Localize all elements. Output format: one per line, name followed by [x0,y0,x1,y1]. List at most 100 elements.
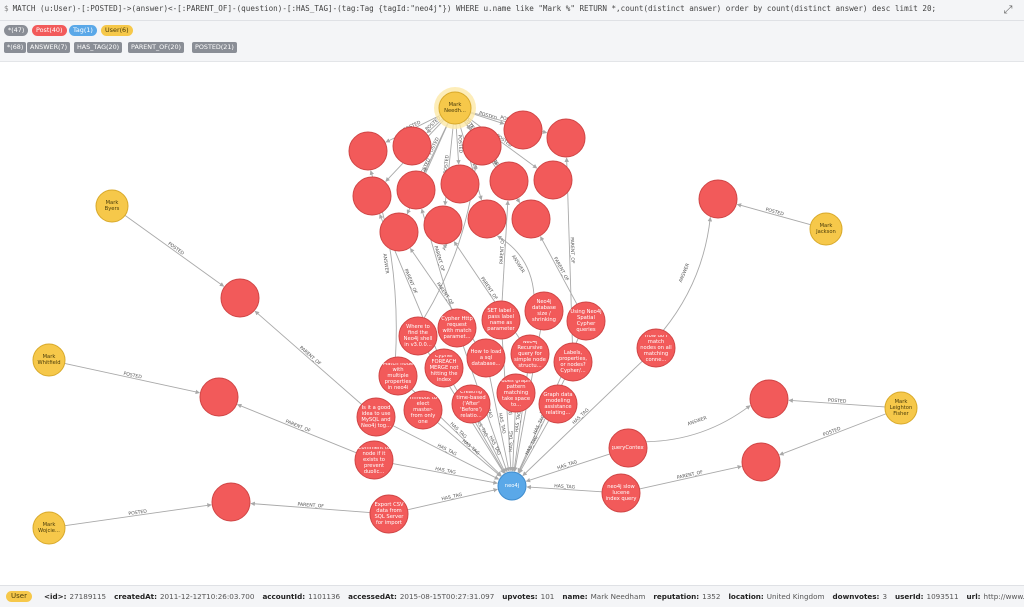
post-node-answer[interactable] [440,164,480,204]
user-node[interactable] [32,343,66,377]
edge-type-label: HAS_TAG [554,483,576,490]
node-label-tag[interactable]: Tag(1) [69,25,97,36]
post-node-answer[interactable] [462,126,502,166]
post-node-question[interactable] [369,494,409,534]
post-node-question[interactable] [451,384,491,424]
post-node-answer[interactable] [749,379,789,419]
edge-posted[interactable] [779,413,887,456]
query-string[interactable]: MATCH (u:User)-[:POSTED]->(answer)<-[:PA… [12,4,937,13]
user-node[interactable] [95,189,129,223]
node-label-post[interactable]: Post(40) [32,25,67,36]
edge-has-tag[interactable] [526,484,603,493]
node-label-user[interactable]: User(6) [101,25,133,36]
edge-posted[interactable] [424,122,449,173]
post-node-question[interactable] [601,473,641,513]
edge-parent-of[interactable] [250,501,371,514]
rel-type-all[interactable]: *(68) [4,42,27,53]
post-node-question[interactable] [424,348,464,388]
post-node-question[interactable] [437,308,477,348]
edge-has-tag[interactable] [437,421,502,477]
edge-has-tag[interactable] [479,420,506,474]
post-node-answer[interactable] [546,118,586,158]
post-node-question[interactable] [538,384,578,424]
post-node-answer[interactable] [379,212,419,252]
post-node-answer[interactable] [348,131,388,171]
edge-type-label: PARENT_OF [297,502,324,510]
status-property-key: reputation: [653,592,700,601]
post-node-question[interactable] [524,291,564,331]
edge-has-tag[interactable] [407,488,498,511]
post-node-question[interactable] [608,428,648,468]
edge-has-tag[interactable] [525,453,611,483]
edge-type-label: POSTED [822,426,842,438]
post-node-answer[interactable] [467,199,507,239]
post-node-question[interactable] [636,328,676,368]
post-node-answer[interactable] [352,176,392,216]
post-node-answer[interactable] [741,442,781,482]
post-node-question[interactable] [466,338,506,378]
edge-has-tag[interactable] [518,420,550,474]
post-node-answer[interactable] [220,278,260,318]
expand-icon[interactable]: ⤢ [1003,3,1013,16]
edge-type-label: POSTED [478,110,498,122]
edge-type-label: HAS_TAG [441,492,463,503]
tag-node-neo4j[interactable] [497,471,527,501]
user-node[interactable] [884,391,918,425]
post-node-question[interactable] [553,342,593,382]
post-node-answer[interactable] [423,205,463,245]
post-node-question[interactable] [356,397,396,437]
rel-type-posted[interactable]: POSTED(21) [192,42,237,53]
user-node[interactable] [438,91,472,125]
post-node-question[interactable] [566,301,606,341]
edge-posted[interactable] [467,117,538,169]
user-node[interactable] [32,511,66,545]
post-node-question[interactable] [354,440,394,480]
post-node-answer[interactable] [396,170,436,210]
edge-has-tag[interactable] [522,360,643,477]
post-node-answer[interactable] [199,377,239,417]
post-node-answer[interactable] [511,199,551,239]
edge-has-tag[interactable] [392,425,500,480]
query-text[interactable]: $MATCH (u:User)-[:POSTED]->(answer)<-[:P… [4,4,936,13]
post-node-answer[interactable] [489,161,529,201]
edge-type-label: HAS_TAG [449,421,469,440]
post-node-answer[interactable] [698,179,738,219]
post-node-answer[interactable] [533,160,573,200]
post-node-question[interactable] [496,373,536,413]
edge-has-tag[interactable] [510,411,516,472]
rel-type-has-tag[interactable]: HAS_TAG(20) [74,42,123,53]
edge-has-tag[interactable] [392,463,498,485]
edge-answer[interactable] [497,235,535,295]
edge-posted[interactable] [470,112,505,125]
post-node-question[interactable] [378,356,418,396]
post-node-answer[interactable] [503,110,543,150]
status-label-badge[interactable]: User [6,591,32,602]
edge-posted[interactable] [64,362,201,395]
query-editor-bar[interactable]: $MATCH (u:User)-[:POSTED]->(answer)<-[:P… [0,0,1024,21]
edge-answer[interactable] [662,216,713,331]
post-node-question[interactable] [510,334,550,374]
post-node-question[interactable] [481,300,521,340]
edge-parent-of[interactable] [254,310,362,405]
rel-type-answer[interactable]: ANSWER(7) [27,42,71,53]
post-node-question[interactable] [403,390,443,430]
rel-type-parent-of[interactable]: PARENT_OF(20) [128,42,184,53]
edge-posted[interactable] [788,398,886,408]
edge-type-label: PARENT_OF [499,237,507,264]
edge-parent-of[interactable] [237,403,357,454]
edge-posted[interactable] [124,214,225,287]
post-node-answer[interactable] [392,126,432,166]
edge-parent-of[interactable] [639,464,743,490]
edge-posted[interactable] [64,503,212,527]
edge-posted[interactable] [736,203,811,226]
post-node-answer[interactable] [211,482,251,522]
node-label-all[interactable]: *(47) [4,25,29,36]
edge-parent-of[interactable] [501,200,510,302]
edge-answer[interactable] [645,405,751,443]
user-node[interactable] [809,212,843,246]
post-node-question[interactable] [398,316,438,356]
edge-has-tag[interactable] [489,376,511,472]
edge-posted[interactable] [455,123,461,165]
